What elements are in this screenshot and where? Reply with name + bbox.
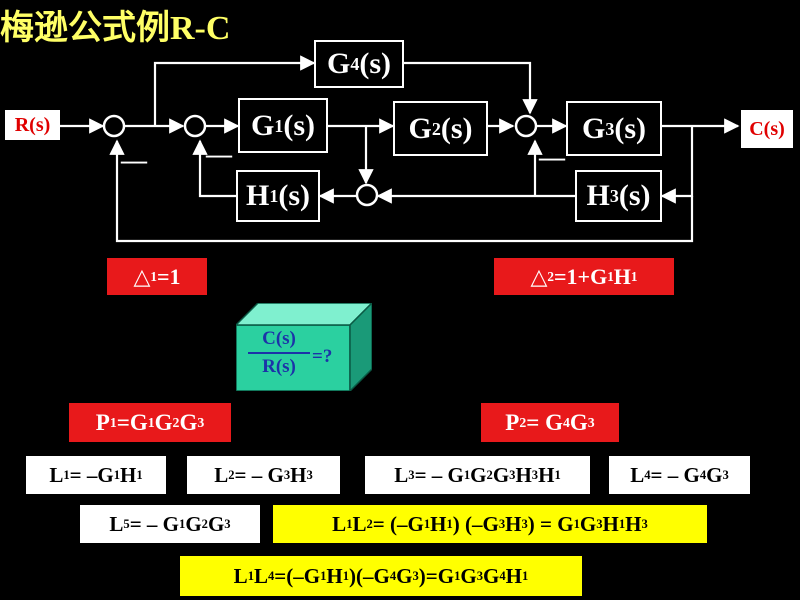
loop-product-l1l4-text: G [396,563,413,588]
loop-l3-text: = – G [414,462,464,487]
block-g2-tail: (s) [440,111,473,145]
question-box [236,303,372,391]
loop-product-l1l4-text: H [326,563,343,588]
loop-product-l1l4-text: =(–G [274,563,321,588]
loop-product-l1l4-text: G [483,563,500,588]
block-h3-tail: (s) [618,179,651,212]
cofactor-delta-1-text: △ [133,263,151,289]
forward-path-p1-text: P [95,409,110,435]
minus-sign-1: — [121,146,147,175]
cofactor-delta-2-text: =1+G [554,263,608,289]
slide-title: 梅逊公式例R-C [0,10,231,47]
loop-l4-text: L [630,462,645,487]
loop-l5-text: = – G [129,511,180,536]
forward-path-p2-text: P [505,409,520,435]
block-h3-base: H [586,179,610,212]
loop-l5-text: L [109,511,124,536]
summing-junction-4 [514,114,538,138]
loop-l2-text: H [290,462,307,487]
loop-product-l1l4-text: L [233,563,248,588]
loop-product-l1l2-text: G [579,511,597,536]
forward-path-p1-text: G [154,409,173,435]
block-g2-base: G [408,111,432,145]
output-label: C(s) [741,110,793,148]
fraction-bar [248,351,310,354]
fraction-numerator: C(s) [262,328,296,349]
loop-product-l1l4-text: )=G [418,563,455,588]
loop-l3-text: L [394,462,409,487]
loop-product-l1l2-text: ) (–G [452,511,499,536]
loop-l2-text: = – G [234,462,284,487]
loop-product-l1l2-text: H [430,511,447,536]
loop-l1-text: H [120,462,137,487]
summing-junction-2 [183,114,207,138]
cofactor-delta-1-text: =1 [156,263,181,289]
loop-product-l1l2-text: L [332,511,347,536]
loop-l4-text: = – G [650,462,700,487]
loop-l3-text: H [538,462,555,487]
loop-l3-text: G [492,462,510,487]
loop-product-l1l2-text: H [505,511,522,536]
loop-product-l1l4-text: )(–G [349,563,390,588]
block-g4-base: G [327,47,351,80]
block-g3-tail: (s) [614,111,646,145]
summing-junction-1 [102,114,126,138]
loop-l3-text: G [470,462,487,487]
loop-product-l1l4-text: G [460,563,477,588]
minus-sign-4: — [539,143,565,172]
forward-path-p1-text: G [179,409,198,435]
loop-l1-text: = –G [69,462,114,487]
cofactor-delta-2-text: H [613,263,631,289]
loop-l5-text: G [185,511,202,536]
block-h1-base: H [246,179,270,212]
loop-l1-text: L [49,462,64,487]
forward-path-p1-text: =G [116,409,148,435]
loop-product-l1l2-text: H [625,511,642,536]
loop-product-l1l2-text: H [602,511,619,536]
forward-path-p2-text: G [569,409,588,435]
loop-l5-text: G [207,511,225,536]
fraction-denominator: R(s) [262,355,296,377]
block-g1-tail: (s) [283,108,315,142]
loop-l4-text: G [706,462,723,487]
summing-junction-3 [355,183,379,207]
block-h1-tail: (s) [278,179,310,212]
loop-product-l1l4-text: L [253,563,268,588]
loop-product-l1l2-text: = (–G [372,511,424,536]
input-label: R(s) [5,110,60,140]
cofactor-delta-2-text: △ [530,263,548,289]
block-g1-base: G [251,108,275,142]
loop-product-l1l4-text: H [505,563,523,588]
question-equals: =? [312,346,333,367]
loop-l2-text: L [214,462,229,487]
forward-path-p2-text: = G [526,409,563,435]
minus-sign-2: — [206,140,232,169]
loop-product-l1l2-text: ) = G [527,511,574,536]
cofactor-delta-1: △1=1 [107,258,207,295]
loop-product-l1l2-text: L [352,511,367,536]
loop-l3-text: H [515,462,532,487]
transfer-fraction: C(s) R(s) [246,327,312,379]
block-g4-tail: (s) [359,47,391,80]
block-g3-base: G [582,111,606,145]
